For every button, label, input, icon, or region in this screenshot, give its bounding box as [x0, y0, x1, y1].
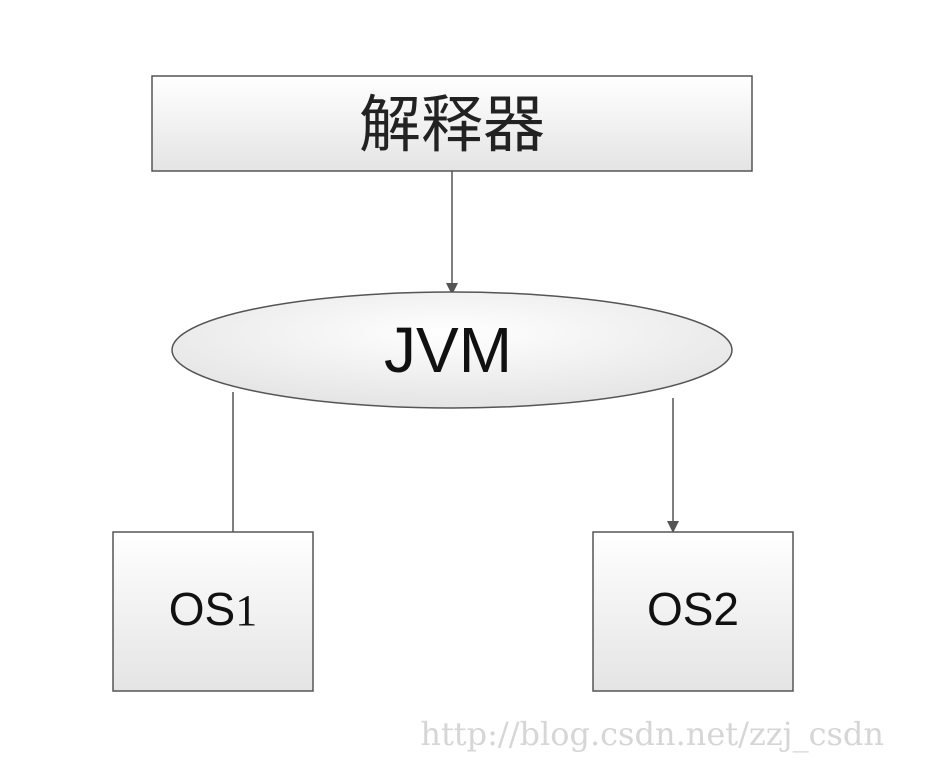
- jvm-ellipse: [171, 291, 733, 409]
- os1-label: OS1: [169, 583, 257, 635]
- os1-node: OS1: [112, 531, 314, 692]
- os1-label-suffix: 1: [235, 586, 257, 635]
- os2-box: [592, 531, 794, 692]
- interpreter-node: 解释器: [151, 75, 753, 172]
- watermark: http://blog.csdn.net/zzj_csdn: [420, 715, 884, 753]
- jvm-node: JVM: [171, 291, 733, 409]
- os2-label: OS2: [647, 583, 739, 635]
- os1-label-main: OS: [169, 583, 235, 635]
- jvm-label: JVM: [384, 314, 512, 386]
- os2-node: OS2: [592, 531, 794, 692]
- interpreter-box: [151, 75, 753, 172]
- interpreter-label: 解释器: [359, 88, 545, 161]
- os1-box: [112, 531, 314, 692]
